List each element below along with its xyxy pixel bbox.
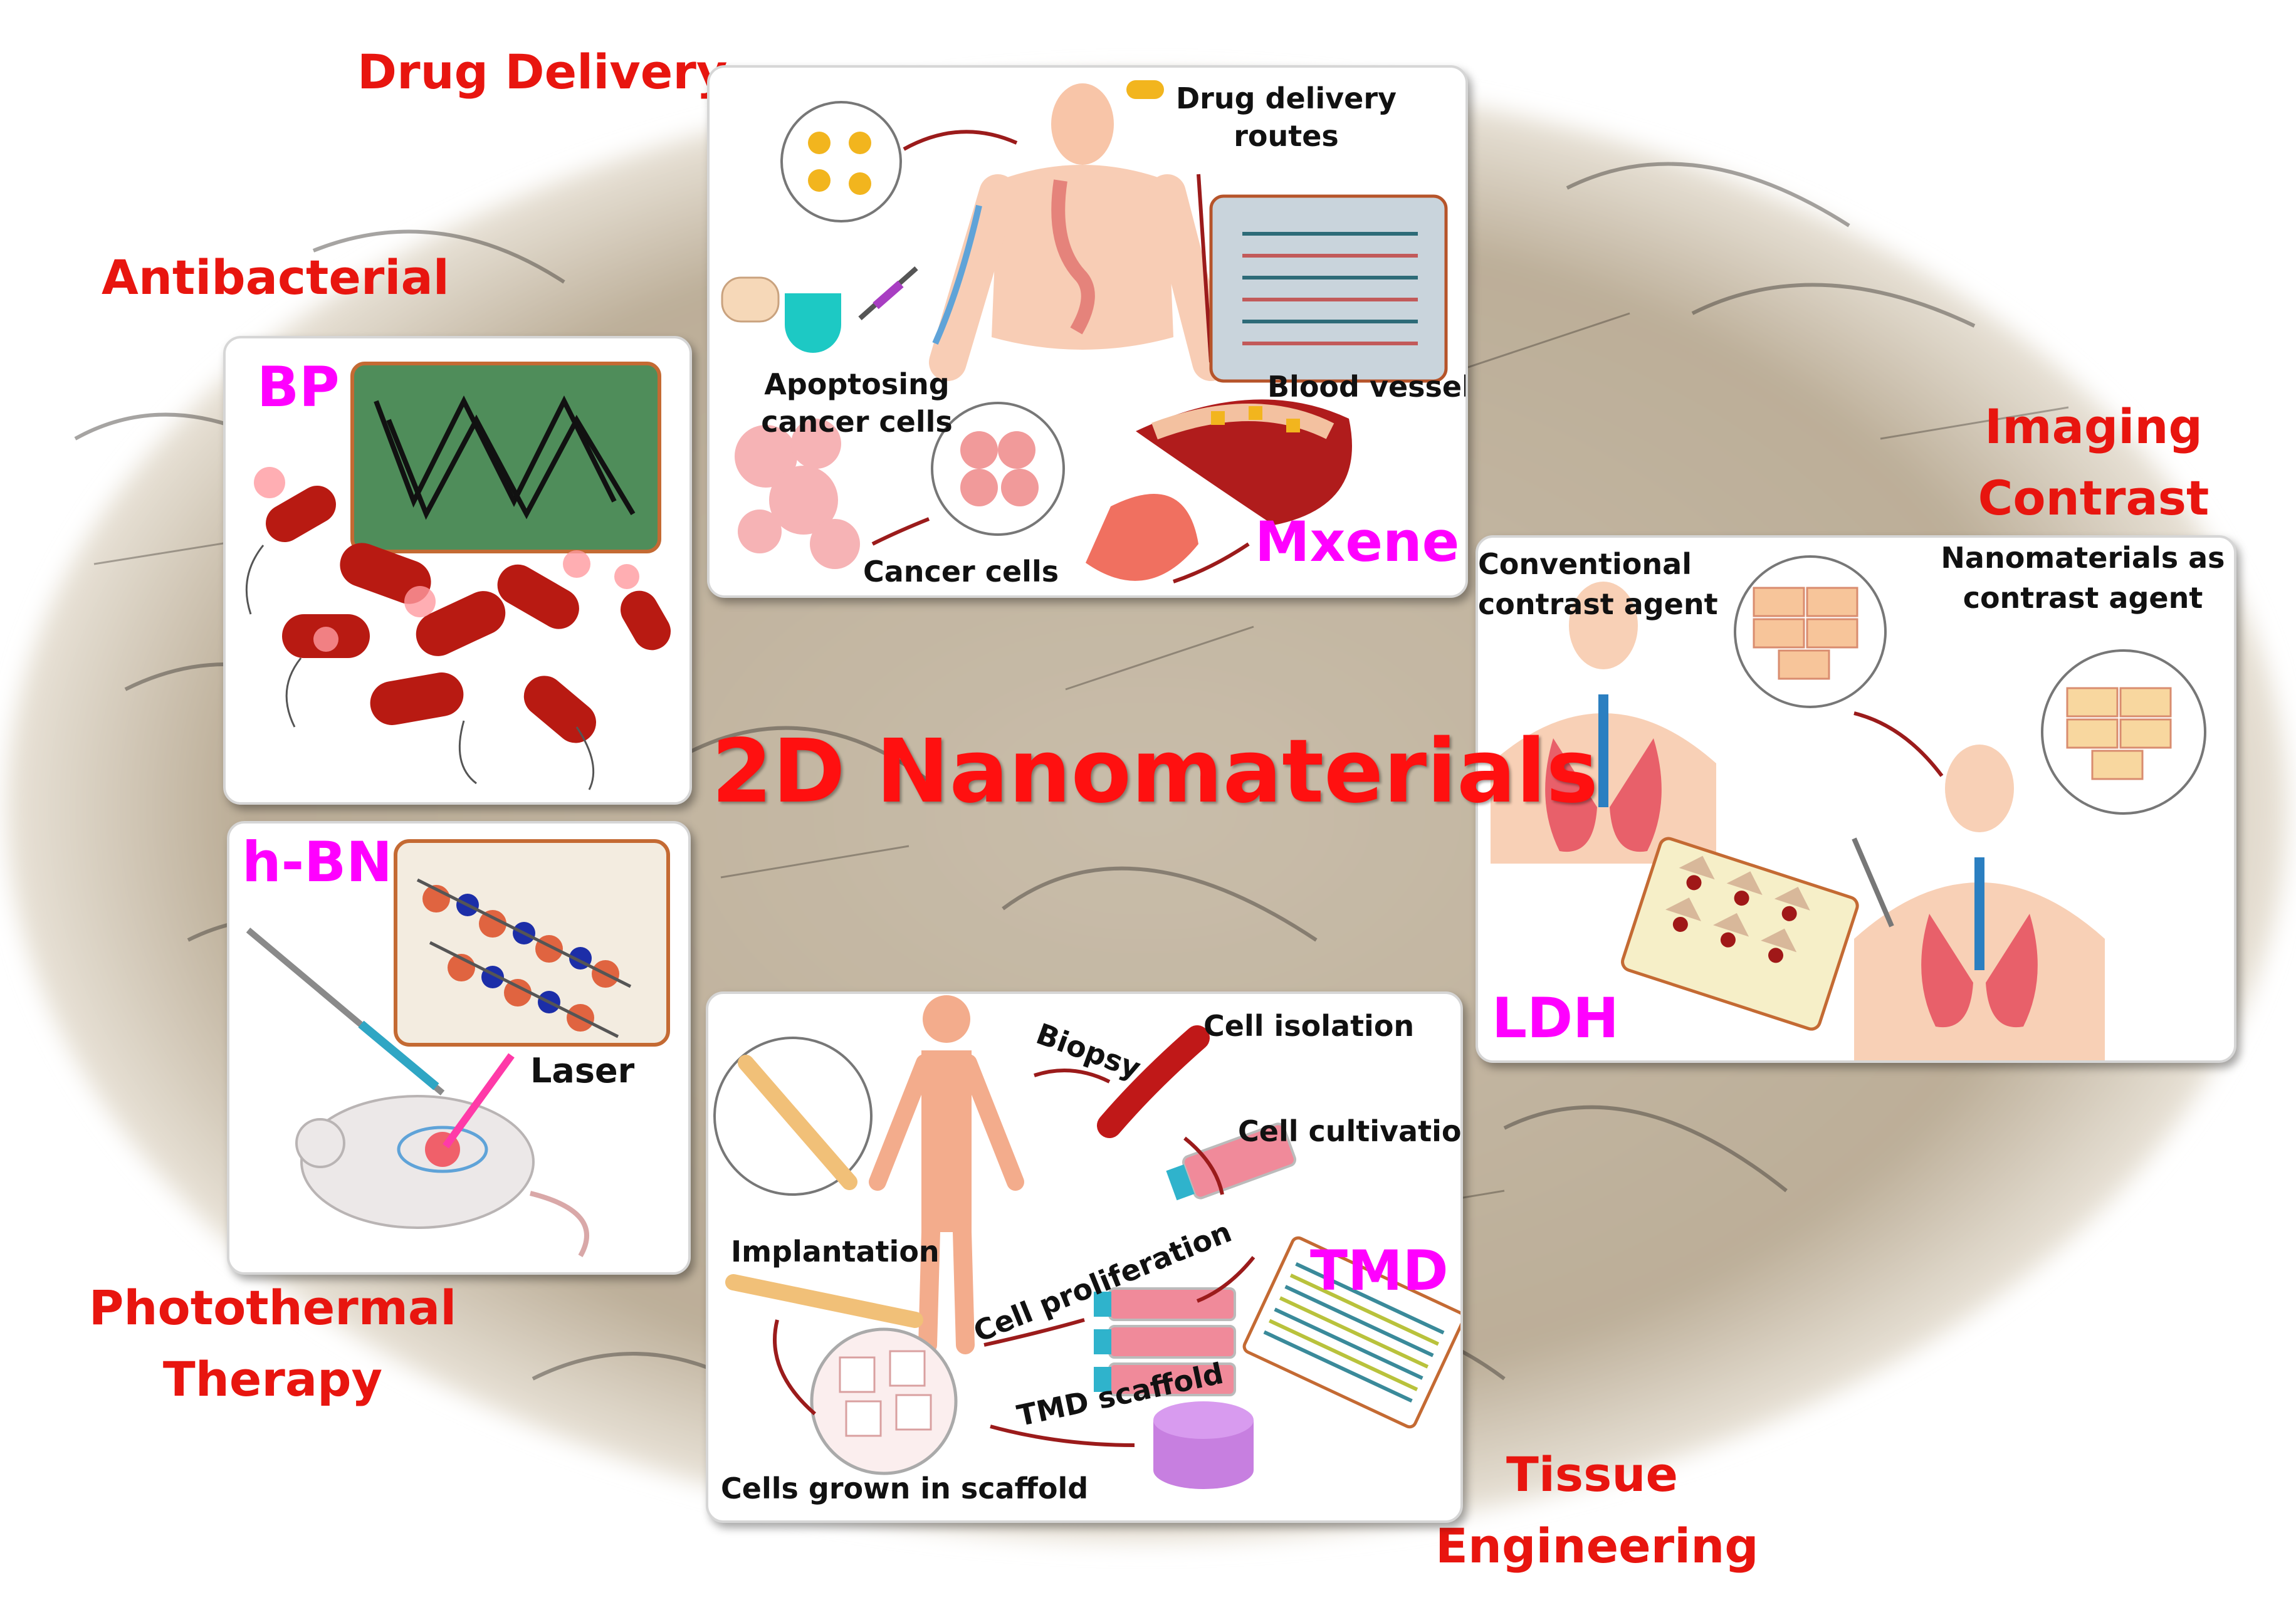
label-cancer-cells: Cancer cells [863,555,1059,588]
imaging-panel: Conventional contrast agent Nanomaterial… [1476,535,2236,1063]
material-tmd: TMD [1310,1238,1449,1303]
label-drug-delivery-routes: Drug delivery routes [1175,81,1397,153]
label-cell-isolation: Cell isolation [1203,1009,1415,1043]
category-antibacterial: Antibacterial [102,249,449,305]
category-drug-delivery: Drug Delivery [357,44,728,100]
tissue-panel: Biopsy Cell isolation Cell cultivation C… [706,991,1463,1523]
label-cells-grown: Cells grown in scaffold [721,1472,1089,1505]
material-ldh: LDH [1492,986,1619,1050]
label-blood-vessel: Blood vessel [1267,370,1468,404]
imaging-illustration [1491,555,2206,1060]
category-tissue: Tissue Engineering [1435,1446,1759,1574]
label-laser: Laser [530,1051,635,1090]
tissue-illustration [713,995,1460,1489]
drug-delivery-illustration [721,80,1448,583]
label-cell-cultivation: Cell cultivation [1238,1114,1463,1148]
material-mxene: Mxene [1255,510,1460,574]
label-apoptosing-cells: Apoptosing cancer cells [761,367,953,439]
photothermal-illustration [246,839,670,1257]
material-bp: BP [257,355,340,419]
category-photothermal: Photothermal Therapy [88,1280,457,1407]
bacteria-illustration [245,362,671,790]
label-nanomaterials-agent: Nanomaterials as contrast agent [1941,541,2225,615]
material-hbn: h-BN [242,830,392,894]
label-conventional-agent: Conventional contrast agent [1478,547,1718,622]
center-title: 2D Nanomaterials [711,721,1598,823]
antibacterial-panel: BP [223,336,692,805]
label-implantation: Implantation [731,1235,940,1268]
drug-delivery-panel: Drug delivery routes Blood vessel Apopto… [707,65,1468,598]
photothermal-panel: h-BN Laser [227,821,691,1275]
